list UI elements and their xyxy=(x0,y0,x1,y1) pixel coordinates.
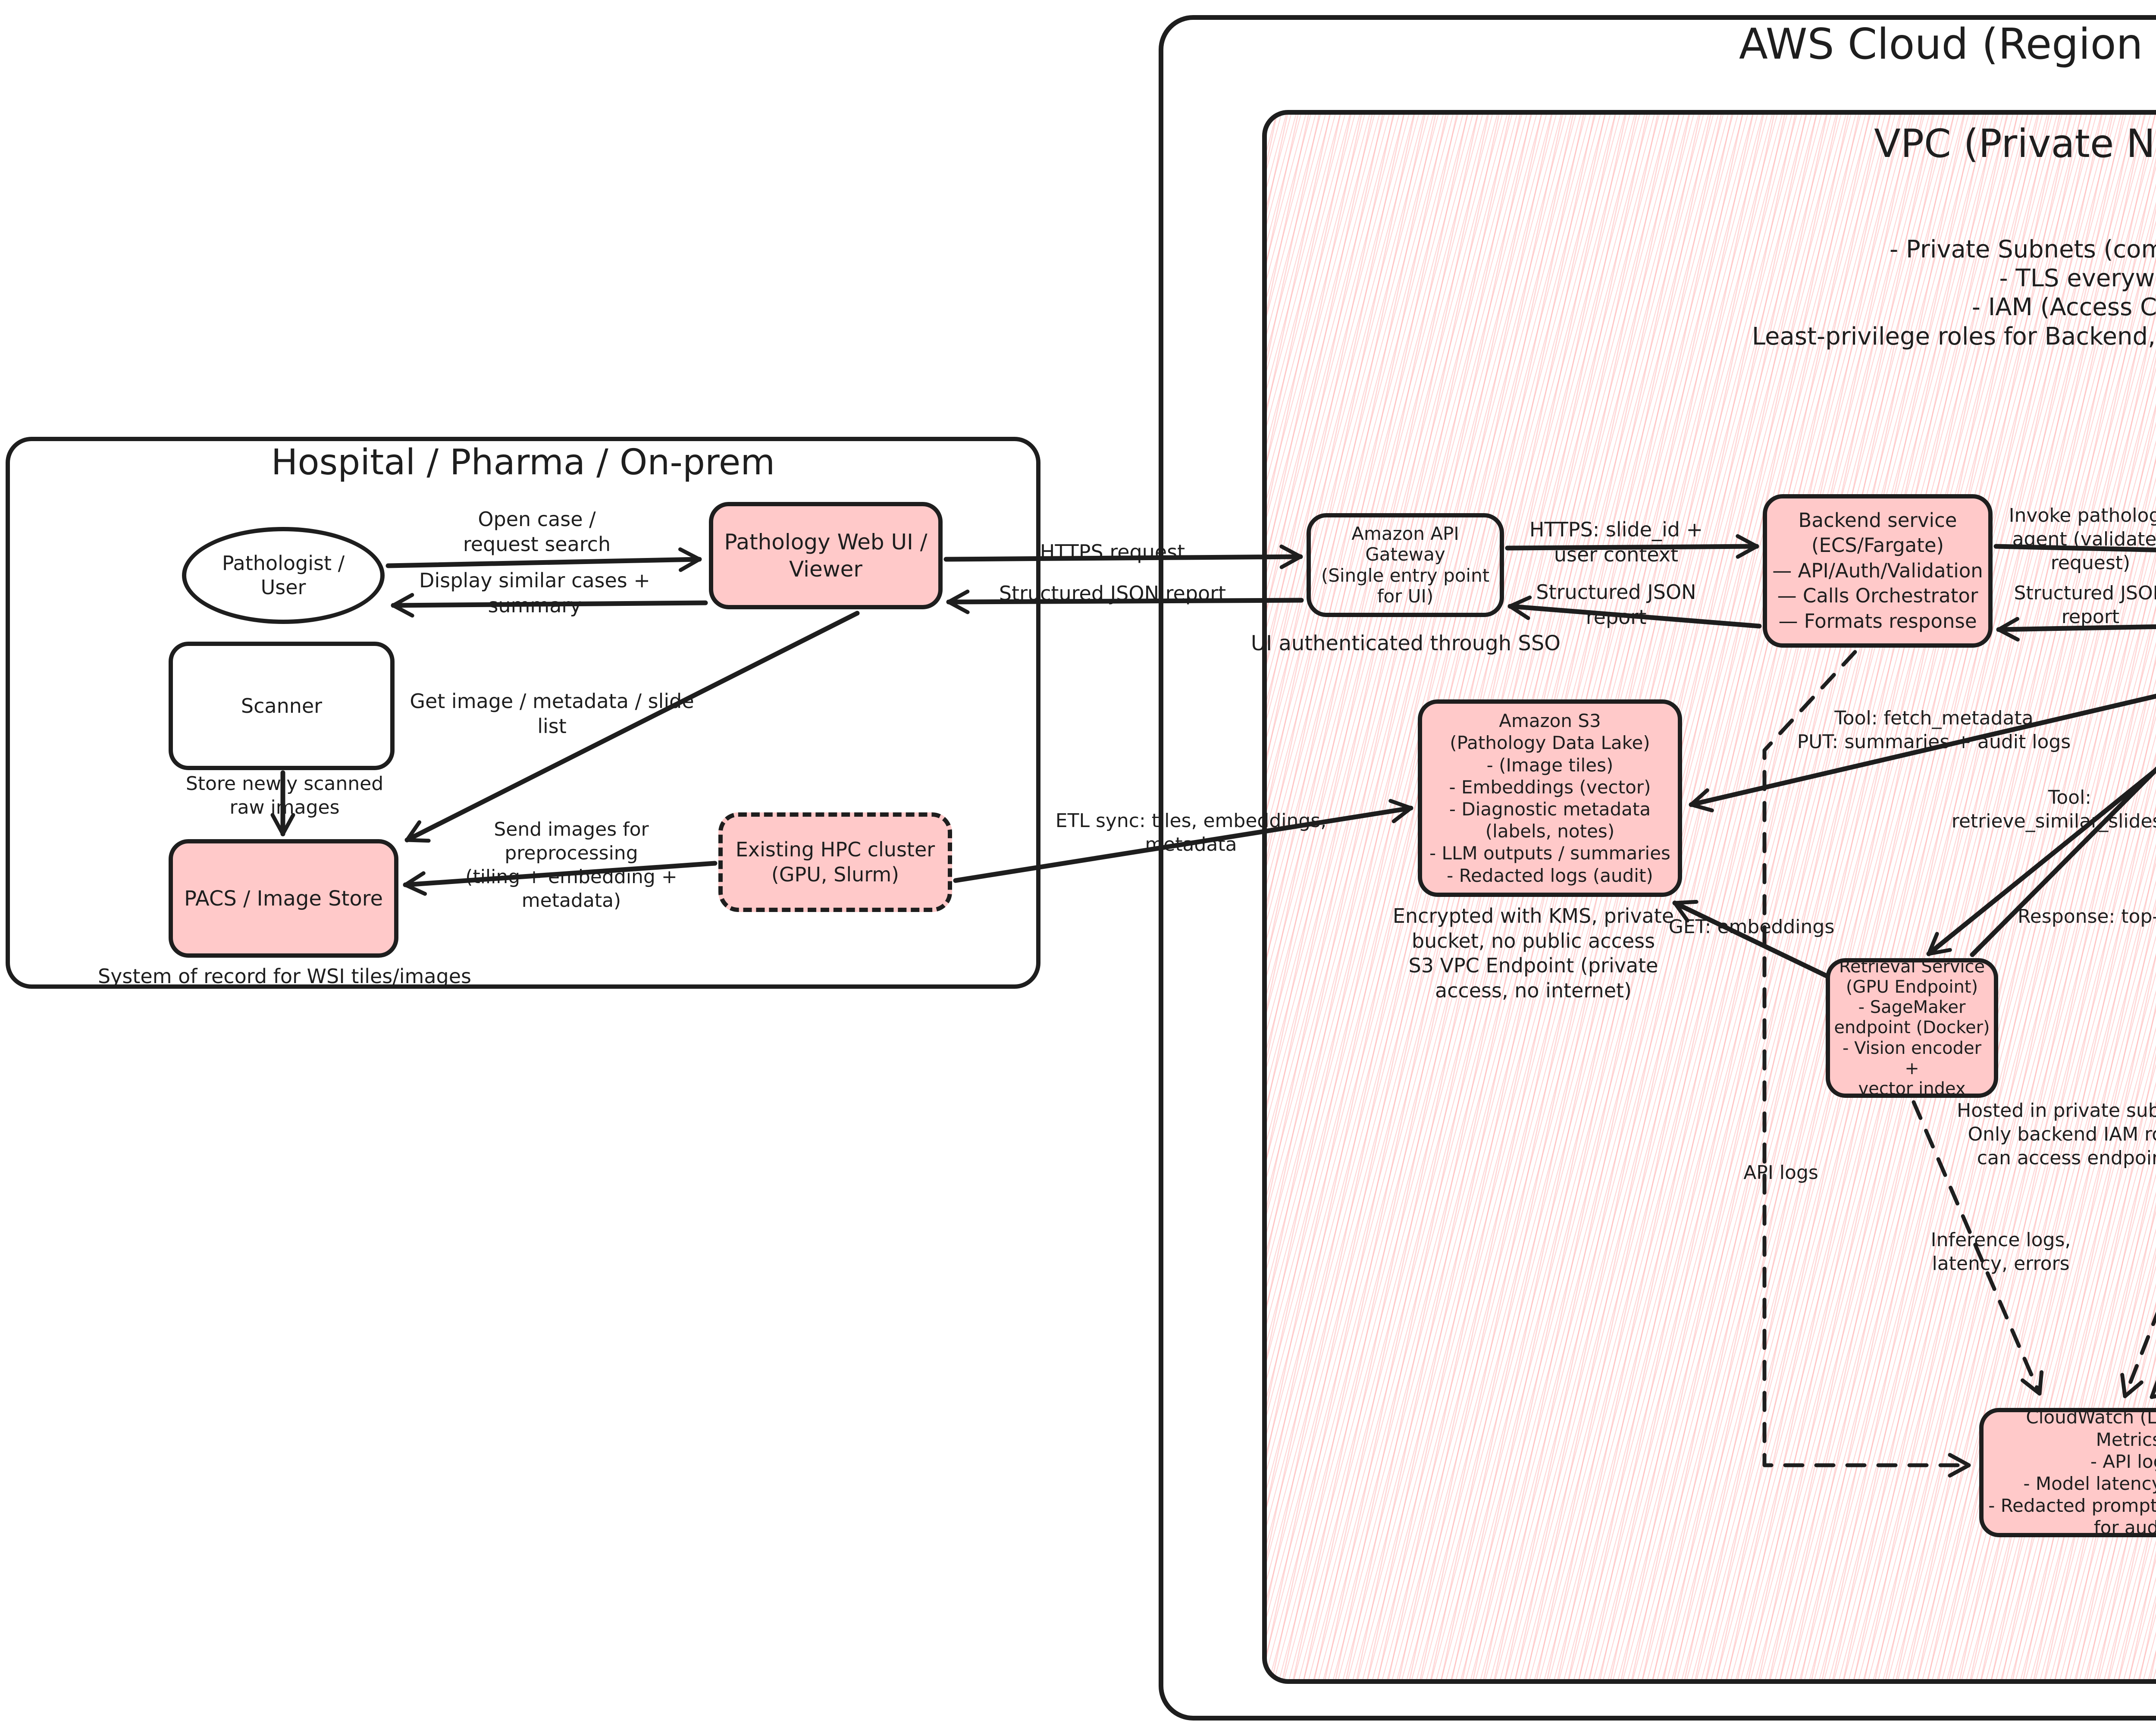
edge-label-open-case: Open case / request search xyxy=(463,508,611,556)
node-backend[interactable]: Backend service (ECS/Fargate) — API/Auth… xyxy=(1763,494,1993,648)
node-cloudwatch[interactable]: CloudWatch (Logging & Metrics) - API log… xyxy=(1979,1407,2156,1538)
edge-label-tool-retrieve: Tool: retrieve_similar_slides(k) xyxy=(1951,787,2156,832)
node-pathologist[interactable]: Pathologist / User xyxy=(182,527,385,624)
annotation-ui-sso: UI authenticated through SSO xyxy=(1250,631,1561,655)
annotation-system-of-record: System of record for WSI tiles/images xyxy=(97,965,472,988)
node-gateway[interactable]: Amazon API Gateway (Single entry point f… xyxy=(1307,513,1504,617)
node-s3[interactable]: Amazon S3 (Pathology Data Lake) - (Image… xyxy=(1418,699,1682,897)
annotation-encrypted: Encrypted with KMS, private bucket, no p… xyxy=(1392,904,1674,1002)
edge-label-tool-fetch: Tool: fetch_metadata PUT: summaries + au… xyxy=(1797,707,2071,753)
edge-label-display-similar: Display similar cases + summary xyxy=(419,569,650,617)
edge-label-invoke: Invoke pathology agent (validated reques… xyxy=(2009,505,2156,574)
node-retrieval[interactable]: Retrieval Service (GPU Endpoint) - SageM… xyxy=(1826,957,1998,1099)
vpc-title: VPC (Private Network) xyxy=(1874,121,2156,166)
aws-cloud-title: AWS Cloud (Region us-east-1) xyxy=(1739,20,2143,69)
edge-label-structured-json-2: Structured JSON report xyxy=(1536,580,1696,629)
edge-label-api-logs: API logs xyxy=(1743,1162,1818,1184)
edge-label-get-image: Get image / metadata / slide list xyxy=(410,689,694,738)
edge-label-response-topk: Response: top-k cases xyxy=(2018,906,2156,928)
edge-label-https-request: HTTPS request xyxy=(1040,540,1185,564)
vpc-notes: - Private Subnets (compute + data) - TLS… xyxy=(1752,235,2156,351)
edge-label-https-slide: HTTPS: slide_id + user context xyxy=(1529,518,1703,566)
edge-label-agent-step-logs: Agent step logs xyxy=(2118,1019,2156,1042)
edge-label-inference-logs: Inference logs, latency, errors xyxy=(1930,1229,2071,1275)
edge-label-store-newly: Store newly scanned raw images xyxy=(185,773,384,818)
edge-label-structured-json-1: Structured JSON report xyxy=(999,582,1226,605)
edge-label-get-embeddings: GET: embeddings xyxy=(1668,916,1835,938)
node-webui[interactable]: Pathology Web UI / Viewer xyxy=(709,502,943,609)
node-pacs[interactable]: PACS / Image Store xyxy=(169,839,398,958)
annotation-hosted: Hosted in private subnet Only backend IA… xyxy=(1957,1100,2156,1169)
vpc-container[interactable] xyxy=(1262,110,2156,1684)
edge-label-send-images: Send images for preprocessing (tiling + … xyxy=(465,818,677,912)
node-scanner[interactable]: Scanner xyxy=(169,642,395,770)
hospital-title: Hospital / Pharma / On-prem xyxy=(271,442,775,483)
edge-label-structured-json-3: Structured JSON report xyxy=(2014,582,2156,628)
node-hpc[interactable]: Existing HPC cluster (GPU, Slurm) xyxy=(718,812,952,912)
edge-label-etl-sync: ETL sync: tiles, embeddings, metadata xyxy=(1055,810,1327,856)
